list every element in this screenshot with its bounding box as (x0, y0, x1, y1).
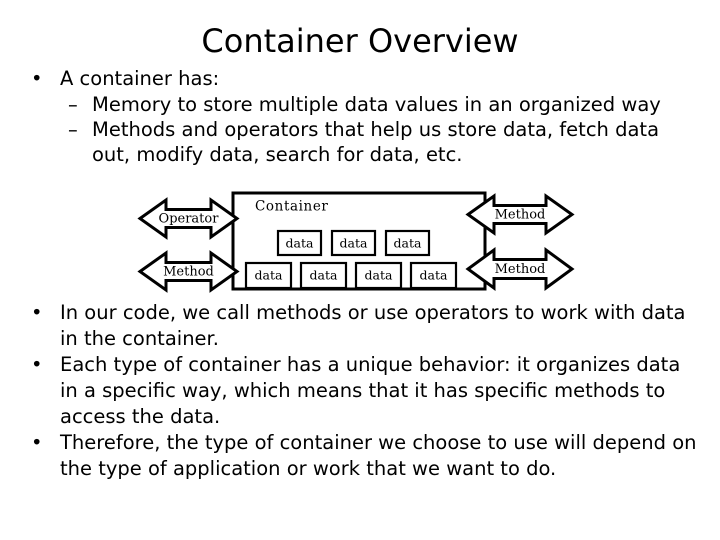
data-box-label: data (310, 268, 338, 283)
data-box (244, 261, 293, 290)
arrow-method-right-top-label: Method (495, 208, 546, 223)
bullet-item: – Methods and operators that help us sto… (0, 117, 720, 167)
data-box-label: data (255, 268, 283, 283)
arrow-method-right-bottom-shape (465, 247, 575, 291)
bullet-item: • A container has: (0, 66, 720, 92)
arrow-operator-label: Operator (159, 212, 220, 227)
arrow-method-left: Method (137, 250, 240, 293)
arrow-operator-shape (137, 197, 240, 240)
data-box (354, 261, 403, 290)
bullet-text: Therefore, the type of container we choo… (60, 431, 697, 480)
page-title: Container Overview (201, 22, 519, 60)
data-box (409, 261, 458, 290)
arrow-operator: Operator (137, 197, 240, 240)
bullet-text: Each type of container has a unique beha… (60, 353, 681, 428)
bullet-item: • Therefore, the type of container we ch… (0, 430, 720, 482)
arrow-method-right-top: Method (465, 193, 575, 236)
data-box-label: data (340, 236, 368, 251)
data-box (384, 229, 431, 257)
bullet-text: In our code, we call methods or use oper… (60, 301, 686, 350)
arrow-method-left-shape (137, 250, 240, 293)
arrow-method-right-bottom: Method (465, 247, 575, 291)
data-box (330, 229, 377, 257)
bullet-text: Memory to store multiple data values in … (92, 93, 661, 116)
bullet-list-top: • A container has: – Memory to store mul… (0, 66, 720, 167)
bullet-dash-icon: – (68, 93, 78, 116)
data-box-label: data (365, 268, 393, 283)
container-box (231, 191, 487, 291)
data-box-label: data (420, 268, 448, 283)
data-row-2: data data data data (244, 261, 458, 290)
bullet-item: • In our code, we call methods or use op… (0, 300, 720, 352)
bullet-text: Methods and operators that help us store… (92, 118, 660, 166)
bullet-dash-icon: – (68, 118, 78, 141)
container-label: Container (255, 199, 328, 215)
bullet-marker-icon: • (31, 353, 43, 376)
data-row-1: data data data (276, 229, 431, 257)
arrow-method-right-bottom-label: Method (495, 262, 546, 277)
bullet-text: A container has: (60, 67, 220, 90)
bullet-marker-icon: • (31, 301, 43, 324)
bullet-list-bottom: • In our code, we call methods or use op… (0, 300, 720, 482)
data-box (276, 229, 323, 257)
bullet-marker-icon: • (31, 431, 43, 454)
arrow-method-right-top-shape (465, 193, 575, 236)
bullet-item: – Memory to store multiple data values i… (0, 92, 720, 117)
data-box (299, 261, 348, 290)
bullet-marker-icon: • (31, 67, 43, 90)
arrow-method-left-label: Method (163, 265, 214, 280)
data-box-label: data (286, 236, 314, 251)
data-box-label: data (394, 236, 422, 251)
bullet-item: • Each type of container has a unique be… (0, 352, 720, 430)
